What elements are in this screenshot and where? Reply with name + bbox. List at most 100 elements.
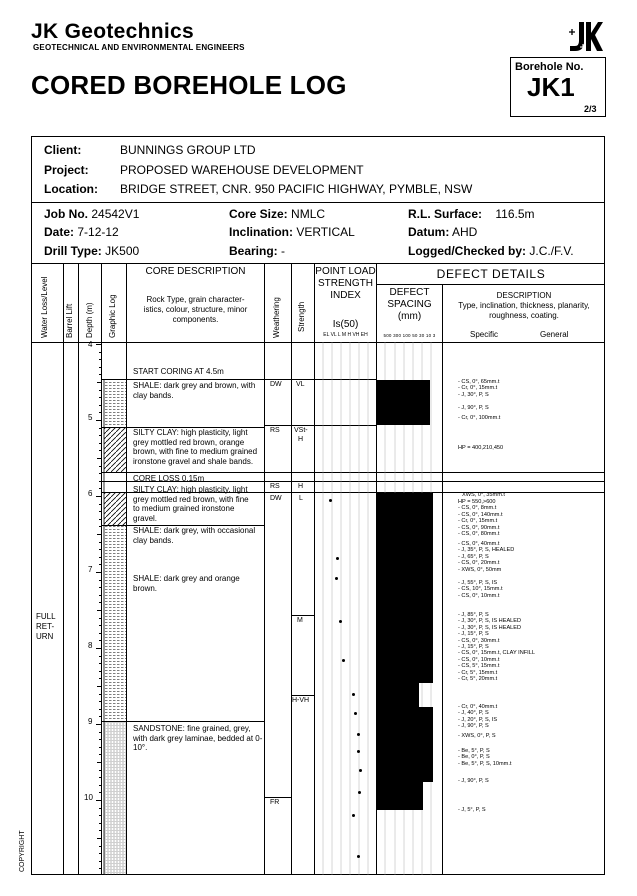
depth-tick [99,731,101,733]
depth-tick [96,420,101,421]
depth-tick [99,739,101,741]
incl-value: VERTICAL [296,225,355,239]
defect-entry: - Be, 5°, P, S [458,748,490,754]
pli-point [354,712,357,715]
core-value: NMLC [291,207,326,221]
specific-header: Specific [470,330,499,339]
defect-spacing-bar [377,493,433,683]
depth-tick [99,359,101,361]
depth-tick [99,511,101,513]
jk-logo-icon [569,22,603,51]
page-number: 2/3 [584,104,597,114]
water-note-line: FULL [36,612,56,621]
pli-header: POINT LOAD STRENGTH INDEX [315,266,376,301]
depth-label: 9 [88,717,93,726]
core-description: CORE LOSS 0.15m [133,474,205,483]
water-note: FULL RET- URN [36,612,56,642]
bearing-label: Bearing: [229,244,278,258]
depth-tick [96,344,101,345]
col-line [78,263,79,875]
defect-entry: - CS, 0°, 10mm.t [458,592,500,599]
defect-entry: - Cr, 5°, 20mm.t [458,676,498,683]
defect-spacing-bar [377,707,433,782]
description-header: DESCRIPTION [496,291,552,300]
col-line [264,263,265,875]
strength-value: L [299,495,303,502]
defect-entry: - J, 15°, P, S [458,631,489,638]
defect-entry: - CS, 0°, 90mm.t [458,524,500,531]
log-frame [31,136,605,875]
description-subheader: Type, inclination, thickness, planarity,… [458,301,590,320]
depth-header: Depth (m) [85,302,94,338]
defect-spacing-bar [377,782,423,810]
depth-tick [99,564,101,566]
pli-unit: Is(50) [332,319,359,330]
defect-entry: - J, 40°, P, S [458,710,489,717]
depth-tick [99,389,101,391]
depth-tick [96,800,101,801]
depth-tick [99,442,101,444]
core-description: SILTY CLAY: high plasticity, light grey … [133,485,249,523]
depth-tick [99,450,101,452]
defect-entry: - CS, 0°, 80mm.t [458,531,500,538]
col-line [314,263,315,875]
depth-tick [99,822,101,824]
depth-tick [99,579,101,581]
depth-tick [99,632,101,634]
date-value: 7-12-12 [77,225,119,239]
defect-entry: - CS, 0°, 15mm.t, CLAY INFILL [458,650,535,657]
defect-entry: - J, 15°, P, S [458,644,489,651]
defect-note: - Be, 5°, P, S - Be, 0°, P, S - Be, 5°, … [458,748,511,767]
depth-tick [99,860,101,862]
stratum-line [264,379,376,380]
datum-value: AHD [452,225,478,239]
defect-note: - Cr, 0°, 40mm.t - J, 40°, P, S - J, 20°… [458,704,497,730]
depth-tick [99,625,101,627]
depth-tick [99,708,101,710]
depth-tick [99,427,101,429]
depth-tick [99,374,101,376]
defect-entry: - CS, 0°, 30mm.t [458,637,500,644]
pli-point [335,577,338,580]
depth-tick [99,792,101,794]
defect-entry: - CS, 0°, 20mm.t [458,560,500,567]
defect-entry: - J, 5°, P, S [458,807,486,813]
defect-entry: - J, 30°, P, S, IS HEALED [458,624,522,631]
pli-point [342,659,345,662]
depth-tick [99,465,101,467]
depth-tick [99,655,101,657]
strength-value: H [298,436,304,443]
depth-tick [97,610,101,611]
depth-tick [99,549,101,551]
depth-tick [99,503,101,505]
pli-point [357,855,360,858]
depth-label: 4 [88,340,93,349]
weathering-value: DW [270,381,282,388]
depth-tick [99,397,101,399]
header-bottom [31,342,605,343]
weathering-value: RS [270,483,280,490]
pli-point [352,814,355,817]
depth-tick [99,602,101,604]
company-name: JK Geotechnics [31,20,194,43]
defect-entry: - J, 85°, P, S [458,612,489,618]
depth-tick [99,830,101,832]
depth-tick [99,693,101,695]
stratum-line [264,425,376,426]
depth-tick [96,724,101,725]
logged-label: Logged/Checked by: [408,244,527,258]
depth-label: 10 [84,793,93,802]
depth-tick [99,769,101,771]
depth-tick [99,617,101,619]
project-value: PROPOSED WAREHOUSE DEVELOPMENT [120,163,364,177]
defect-entry: - CS, 0°, 40mm.t [458,541,500,547]
defect-entry: - Cr, 5°, 15mm.t [458,669,498,676]
depth-tick [97,686,101,687]
weathering-header: Weathering [272,297,281,338]
depth-tick [99,587,101,589]
stratum-line [101,481,605,482]
depth-tick [99,663,101,665]
depth-tick [99,868,101,870]
depth-tick [97,382,101,383]
core-description: SHALE: dark grey and brown, with clay ba… [133,381,256,400]
